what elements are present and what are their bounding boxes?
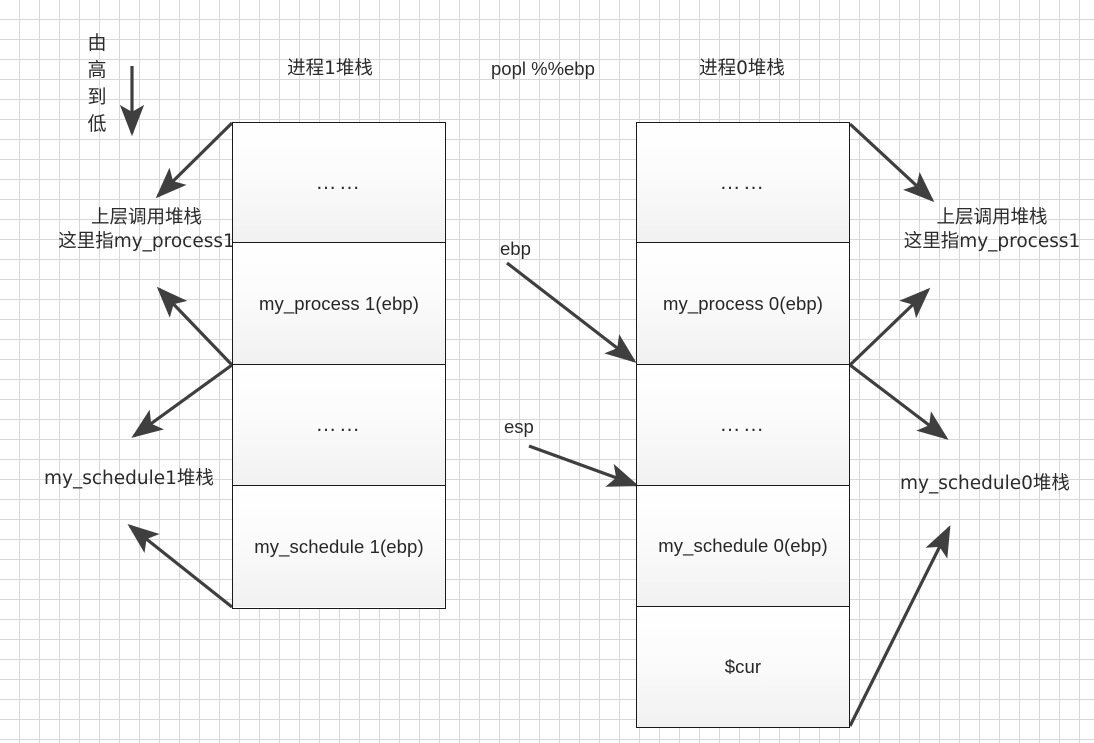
left-schedule-stack-label: my_schedule1堆栈 [44,468,214,489]
arrow-right-mid-up [848,287,931,367]
process1-stack-box: …… my_process 1(ebp) …… my_schedule 1(eb… [232,122,446,609]
right-stack-cell-2: …… [637,365,849,486]
esp-register-label: esp [504,416,534,437]
arrow-esp-pointer [528,444,640,487]
arrow-right-upper-caller [848,122,935,203]
left-stack-cell-2: …… [233,365,445,486]
arrow-left-mid-up [156,286,234,367]
right-upper-caller-label: 上层调用堆栈 这里指my_process1 [894,206,1090,255]
process0-stack-box: …… my_process 0(ebp) …… my_schedule 0(eb… [636,122,850,728]
left-upper-caller-line-1: 上层调用堆栈 [90,207,202,228]
middle-instruction-label: popl %%ebp [491,58,595,79]
left-upper-caller-line-2: 这里指my_process1 [58,231,235,253]
direction-char-3: 低 [87,112,107,135]
direction-char-2: 到 [87,85,107,108]
right-upper-caller-line-1: 上层调用堆栈 [936,207,1048,228]
left-upper-caller-label: 上层调用堆栈 这里指my_process1 [54,206,239,255]
arrow-left-bottom-up [127,524,233,609]
direction-label-vertical: 由 高 到 低 [84,30,110,138]
right-stack-cell-3: my_schedule 0(ebp) [637,486,849,607]
left-stack-title: 进程1堆栈 [287,58,373,79]
arrow-ebp-pointer [506,261,637,363]
arrow-right-bottom-up [848,525,951,727]
arrow-left-mid-down [131,363,233,438]
right-stack-cell-4: $cur [637,607,849,727]
right-stack-title: 进程0堆栈 [699,58,785,79]
right-stack-cell-0: …… [637,123,849,243]
direction-char-1: 高 [87,58,107,81]
right-stack-cell-1: my_process 0(ebp) [637,243,849,365]
arrow-left-upper-caller [155,121,234,199]
right-schedule-stack-label: my_schedule0堆栈 [900,473,1070,494]
arrow-right-mid-down [849,363,949,440]
left-stack-cell-0: …… [233,123,445,243]
direction-char-0: 由 [87,32,107,54]
ebp-register-label: ebp [500,238,531,259]
right-upper-caller-line-2: 这里指my_process1 [903,231,1081,253]
left-stack-cell-3: my_schedule 1(ebp) [233,486,445,607]
left-stack-cell-1: my_process 1(ebp) [233,243,445,365]
